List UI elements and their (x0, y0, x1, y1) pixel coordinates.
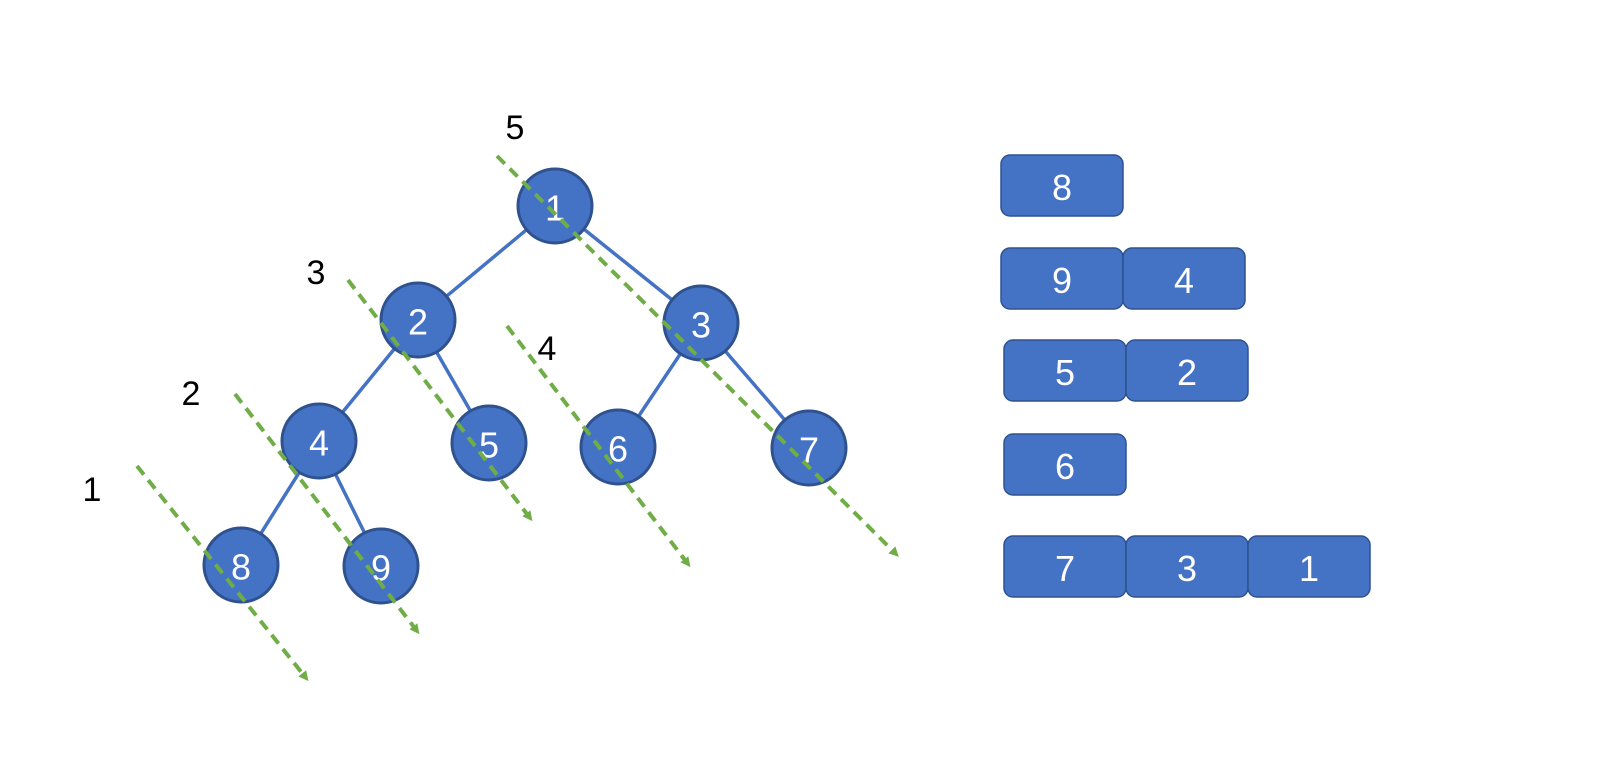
result-box-label: 5 (1055, 352, 1075, 393)
result-box (1000, 154, 1124, 217)
result-box-label: 8 (1052, 167, 1072, 208)
tree-node-circle (516, 167, 594, 245)
tree-node-circle (280, 402, 358, 480)
diagonal-label-4: 4 (538, 330, 557, 368)
tree-edge-1-2 (445, 228, 528, 298)
result-box (1122, 247, 1246, 310)
tree-node-label: 3 (691, 305, 711, 346)
tree-node-circle (579, 408, 657, 486)
tree-node-circle (342, 527, 420, 605)
tree-node-7: 7 (770, 409, 848, 487)
tree-node-4: 4 (280, 402, 358, 480)
diagonal-label-3: 3 (307, 254, 326, 292)
tree-edge-4-9 (333, 473, 367, 534)
tree-node-label: 4 (309, 423, 329, 464)
diagonal-arrow-5 (495, 154, 899, 557)
diagonal-arrow-3 (346, 278, 533, 522)
tree-edge-3-7 (723, 349, 787, 422)
tree-node-label: 5 (479, 425, 499, 466)
tree-node-1: 1 (516, 167, 594, 245)
tree-node-label: 8 (231, 547, 251, 588)
diagonal-label-1: 1 (83, 471, 102, 509)
diagonal-arrow-2 (233, 392, 420, 635)
tree-edge-2-4 (341, 347, 396, 414)
tree-node-3: 3 (662, 284, 740, 362)
tree-edges (259, 227, 787, 535)
tree-node-circle (450, 404, 528, 482)
result-box-label: 3 (1177, 548, 1197, 589)
tree-node-circle (770, 409, 848, 487)
tree-node-8: 8 (202, 526, 280, 604)
tree-node-label: 9 (371, 548, 391, 589)
tree-node-6: 6 (579, 408, 657, 486)
tree-edge-3-6 (637, 352, 682, 418)
tree-node-label: 1 (545, 188, 565, 229)
diagonal-lines: 1 2 3 4 5 (83, 109, 899, 682)
tree-node-circle (379, 281, 457, 359)
tree-edge-1-3 (582, 227, 674, 302)
tree-node-label: 6 (608, 429, 628, 470)
tree-edge-4-8 (259, 471, 301, 535)
tree-node-2: 2 (379, 281, 457, 359)
result-box (1003, 433, 1127, 496)
diagonal-label-5: 5 (506, 109, 525, 147)
diagonal-arrow-4 (505, 324, 691, 568)
tree-node-label: 7 (799, 430, 819, 471)
tree-node-5: 5 (450, 404, 528, 482)
result-box-label: 6 (1055, 446, 1075, 487)
result-box (1125, 339, 1249, 402)
result-box-label: 9 (1052, 260, 1072, 301)
tree-node-circle (202, 526, 280, 604)
tree-nodes: 1 2 3 4 5 6 7 8 9 (202, 167, 848, 605)
tree-edge-2-5 (434, 351, 473, 412)
result-box (1247, 535, 1371, 598)
result-row-4: 6 (1003, 433, 1127, 496)
tree-node-9: 9 (342, 527, 420, 605)
tree-node-label: 2 (408, 302, 428, 343)
result-box-label: 7 (1055, 548, 1075, 589)
diagonal-arrow-1 (135, 464, 309, 682)
result-box-label: 4 (1174, 260, 1194, 301)
result-row-1: 8 (1000, 154, 1124, 217)
diagonal-label-2: 2 (182, 375, 201, 413)
result-box-label: 2 (1177, 352, 1197, 393)
result-box-label: 1 (1299, 548, 1319, 589)
result-row-5: 7 3 1 (1003, 535, 1371, 598)
